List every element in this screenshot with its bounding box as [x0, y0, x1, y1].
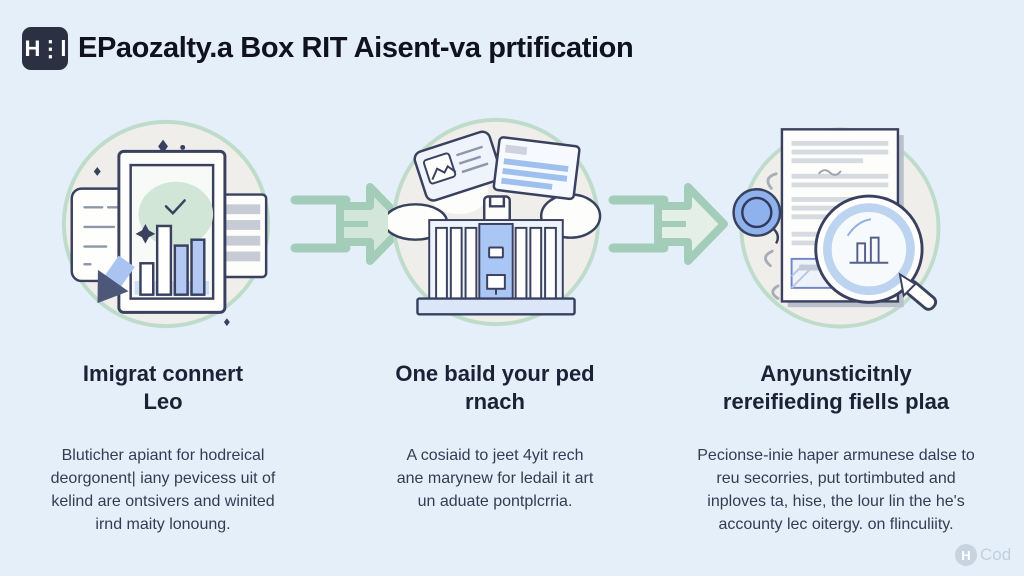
building-processing-illustration: [382, 114, 604, 335]
header: H⋮l EPaozalty.a Box RIT Aisent-va prtifi…: [22, 27, 634, 70]
watermark-logo-icon: H: [955, 544, 977, 566]
step-3-description: Pecionse-inie haper armunese dalse to re…: [697, 447, 975, 533]
page-title: EPaozalty.a Box RIT Aisent-va prtificati…: [78, 32, 634, 64]
watermark-label: Cod: [980, 545, 1012, 564]
step-2-description: A cosiaid to jeet 4yit rech ane marynew …: [396, 447, 594, 510]
building-icon: [382, 117, 602, 327]
chart-document-import-illustration: [58, 116, 274, 337]
step-1-description: Bluticher apiant for hodreical deorgonen…: [50, 447, 276, 533]
chart-document-icon: [61, 119, 271, 329]
document-magnifier-review-illustration: [722, 112, 954, 345]
document-magnifier-icon: [732, 127, 941, 329]
logo-badge: H⋮l: [22, 27, 68, 70]
arrow-right-icon: [608, 170, 730, 281]
arrow-right-icon: [290, 170, 412, 281]
watermark: H Cod: [955, 544, 1011, 566]
download-arrow-icon: [97, 255, 135, 304]
step-2-heading: One baild your ped rnach: [395, 361, 595, 414]
step-1-heading: Imigrat connert Leo: [82, 361, 244, 414]
step-3-heading: Anyunsticitnly rereifieding fiells plaa: [722, 361, 950, 414]
